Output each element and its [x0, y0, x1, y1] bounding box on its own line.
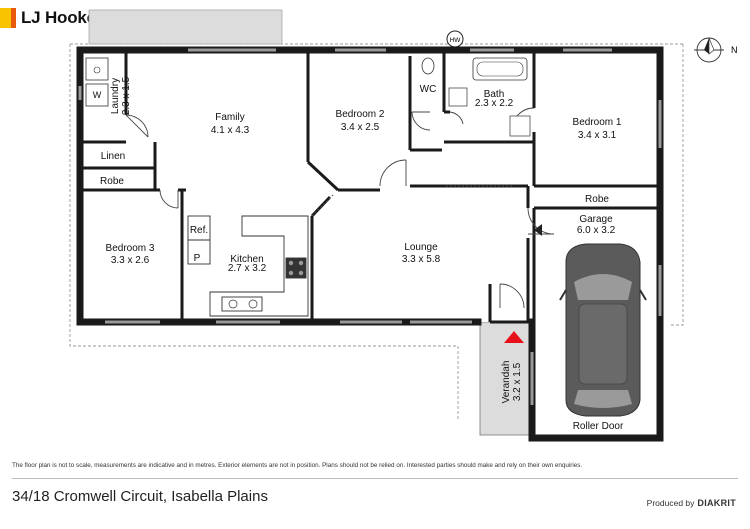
laundry-dims: 2.3 x 1.5	[121, 76, 132, 115]
washer-label: W	[93, 90, 102, 100]
kitchen-label: Kitchen	[230, 254, 263, 265]
bedroom2-label: Bedroom 2	[336, 109, 385, 120]
property-address: 34/18 Cromwell Circuit, Isabella Plains	[12, 488, 268, 505]
north-label: N	[731, 45, 738, 55]
brand-name: LJ Hooker	[21, 8, 103, 27]
linen-label: Linen	[101, 151, 125, 162]
produced-by-label: Produced by	[646, 498, 695, 508]
sink-icon	[228, 299, 238, 309]
entry-marker-icon	[504, 331, 524, 343]
garage-label: Garage	[579, 214, 613, 225]
brand-logo: LJ Hooker	[0, 8, 103, 28]
fridge-label: Ref.	[190, 225, 208, 236]
pantry-label: P	[194, 253, 201, 264]
bedroom3-label: Bedroom 3	[106, 243, 155, 254]
bathtub-icon	[472, 57, 528, 81]
bath-label: Bath	[484, 89, 505, 100]
disclaimer-text: The floor plan is not to scale, measurem…	[12, 462, 583, 469]
cooktop-icon	[288, 260, 304, 276]
basin-icon	[448, 87, 468, 107]
brand-mark-icon	[0, 8, 16, 28]
washer-icon	[85, 83, 109, 107]
openings	[311, 185, 512, 217]
pergola-area	[88, 9, 283, 45]
robe-left-label: Robe	[100, 176, 124, 187]
shower-icon	[509, 115, 531, 137]
bedroom2-dims: 3.4 x 2.5	[341, 122, 380, 133]
lounge-dims: 3.3 x 5.8	[402, 254, 441, 265]
hot-water-label: HW	[450, 37, 462, 44]
toilet-icon	[421, 57, 435, 75]
footer-divider	[12, 478, 738, 479]
bedroom1-dims: 3.4 x 3.1	[578, 130, 617, 141]
verandah-label: Verandah	[501, 361, 512, 404]
garage-door-arrow-icon	[534, 224, 542, 236]
compass-icon	[694, 37, 724, 63]
garage-dims: 6.0 x 3.2	[577, 225, 616, 236]
bedroom1-label: Bedroom 1	[573, 117, 622, 128]
bedroom3-dims: 3.3 x 2.6	[111, 255, 150, 266]
robe-right-label: Robe	[585, 194, 609, 205]
windows	[78, 48, 662, 405]
interior-walls	[80, 50, 660, 324]
producer-logo: DIAKRIT	[697, 498, 736, 508]
kitchen-dims: 2.7 x 3.2	[228, 263, 267, 274]
family-label: Family	[215, 112, 244, 123]
laundry-tub-icon	[85, 57, 109, 81]
car-icon	[559, 243, 647, 417]
family-dims: 4.1 x 4.3	[211, 125, 250, 136]
lounge-label: Lounge	[404, 242, 438, 253]
bath-dims: 2.3 x 2.2	[475, 98, 514, 109]
producer-credit: Produced by DIAKRIT	[647, 498, 736, 508]
wc-label: WC	[420, 84, 437, 95]
roller-door-label: Roller Door	[573, 421, 624, 432]
laundry-label: Laundry	[110, 78, 121, 114]
verandah-dims: 3.2 x 1.5	[512, 362, 523, 401]
